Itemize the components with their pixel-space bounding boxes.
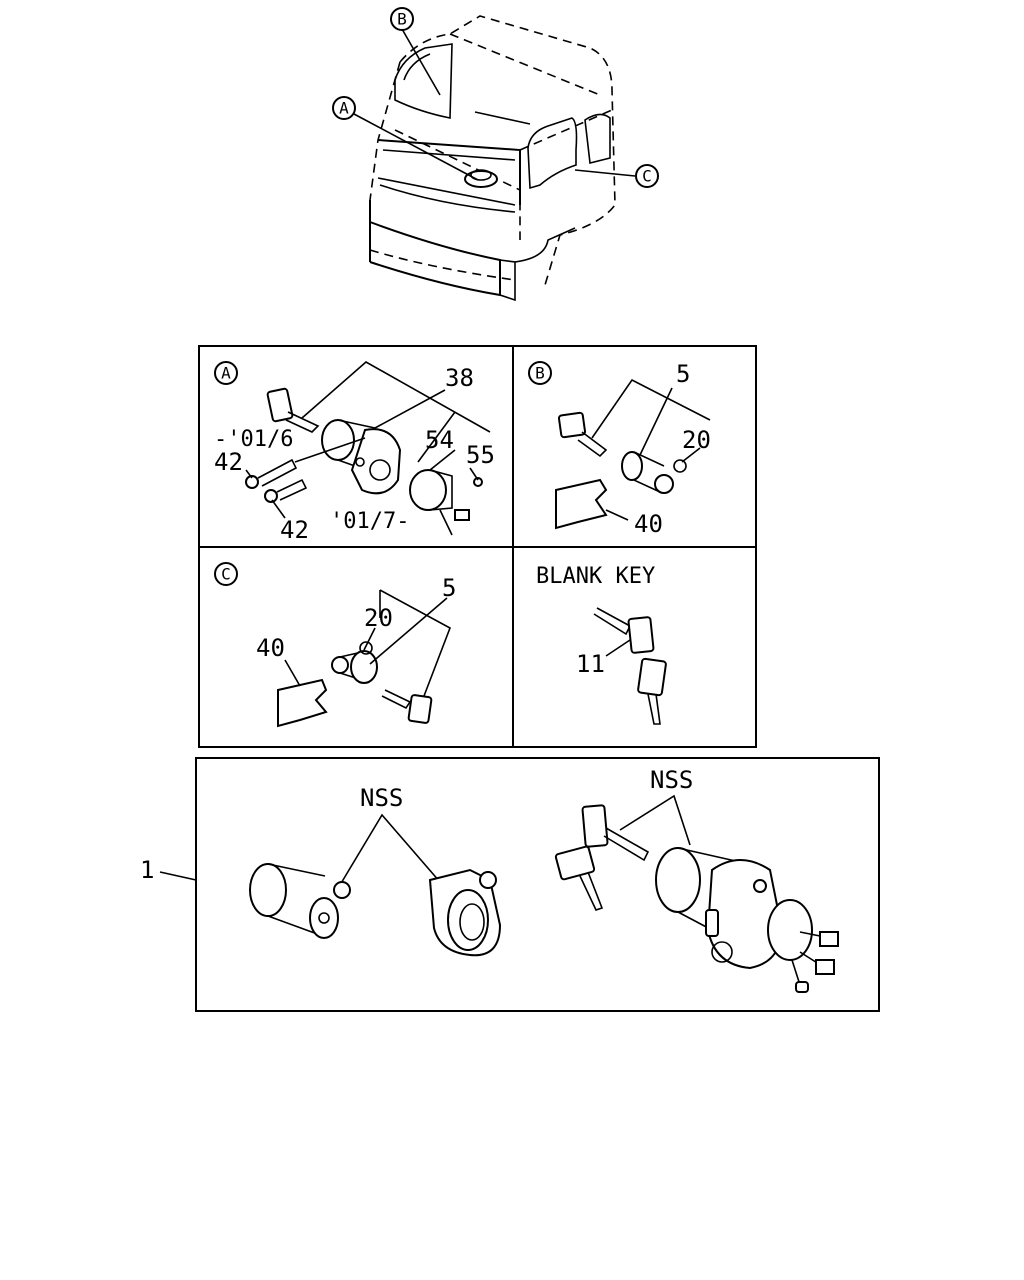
svg-text:B: B: [535, 364, 545, 383]
retainer-clip: [555, 478, 608, 530]
key-icon: [557, 411, 608, 458]
part-label-55: 55: [466, 441, 495, 469]
panel-blank-key: BLANK KEY 11: [536, 564, 667, 725]
svg-text:B: B: [397, 10, 407, 29]
lock-cylinder: [621, 451, 687, 494]
part-label-42-top: 42: [214, 448, 243, 476]
panel-a: A: [214, 361, 495, 544]
lock-cylinder: [249, 863, 351, 939]
nss-label-left: NSS: [360, 784, 403, 812]
callout-c: C: [635, 164, 659, 188]
part-label-11: 11: [576, 650, 605, 678]
lock-cylinder: [428, 868, 502, 957]
switch-unit: [767, 899, 839, 993]
cab-overview: B A C: [332, 7, 659, 302]
part-label-5: 5: [442, 574, 456, 602]
panel-b: B 5 20 40: [528, 360, 711, 538]
panel-a-badge: [214, 361, 238, 385]
part-label-40: 40: [634, 510, 663, 538]
part-label-20: 20: [364, 604, 393, 632]
screw-icon: [245, 458, 483, 503]
part-label-20: 20: [682, 426, 711, 454]
date-range-before: -'01/6: [214, 427, 293, 452]
key-icon: [581, 804, 650, 862]
svg-text:C: C: [221, 565, 231, 584]
panel-c: C 5 20 40: [214, 562, 456, 728]
key-icon: [637, 657, 667, 725]
part-label-1: 1: [140, 856, 154, 884]
date-range-after: '01/7-: [330, 509, 409, 534]
part-label-40: 40: [256, 634, 285, 662]
nss-label-right: NSS: [650, 766, 693, 794]
key-icon: [593, 607, 655, 654]
lock-cylinder: [331, 641, 378, 684]
ignition-cylinder: [655, 847, 782, 970]
panel-b-badge: [528, 361, 552, 385]
panel-title: BLANK KEY: [536, 564, 655, 589]
key-icon: [381, 689, 433, 724]
part-label-38: 38: [445, 364, 474, 392]
panel-c-badge: [214, 562, 238, 586]
svg-text:A: A: [339, 99, 349, 118]
part-label-5: 5: [676, 360, 690, 388]
svg-text:A: A: [221, 364, 231, 383]
detail-grid: [198, 345, 757, 748]
part-label-42-bottom: 42: [280, 516, 309, 544]
key-icon: [554, 845, 604, 911]
svg-text:C: C: [642, 167, 652, 186]
key-icon: [266, 387, 320, 433]
callout-a: A: [332, 96, 356, 120]
switch-unit: [409, 469, 470, 536]
retainer-clip: [277, 678, 328, 728]
ignition-cylinder: [321, 419, 402, 495]
part-label-54: 54: [425, 426, 454, 454]
callout-b: B: [390, 7, 414, 31]
lock-set-kit: 1 NSS NSS: [140, 757, 880, 1012]
